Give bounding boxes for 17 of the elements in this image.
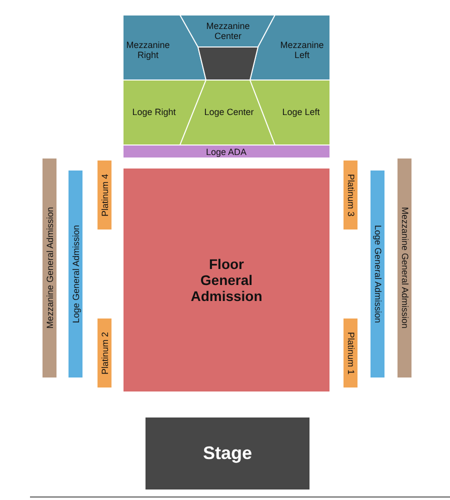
section-label: Platinum 4 [100,174,110,216]
section-label: Loge General Admission [70,225,81,324]
section-label: Loge Left [281,107,321,118]
section-label: Mezzanine General Admission [44,207,55,329]
section-label: Platinum 3 [346,174,356,216]
section-label: Mezzanine General Admission [400,207,410,329]
section-label: Floor General Admission [190,256,264,304]
section-label: Loge Center [203,107,255,118]
stage-label: Stage [202,443,254,464]
section-label: Loge General Admission [372,225,383,324]
section-label: Mezzanine Center [205,20,251,42]
section-label: Mezzanine Right [125,40,171,60]
section-label: Platinum 1 [346,332,356,374]
section-label: Platinum 2 [100,332,110,374]
section-label: Loge ADA [206,146,247,157]
section-label: Loge Right [131,107,177,118]
section-label: Mezzanine Left [279,40,325,60]
